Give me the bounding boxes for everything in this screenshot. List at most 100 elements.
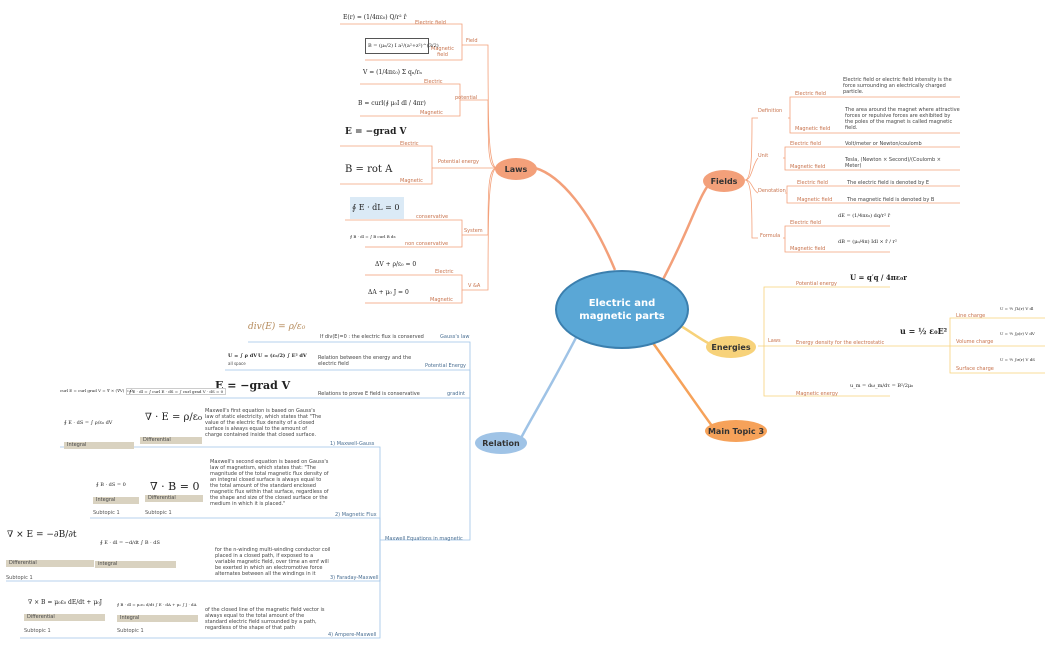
formula-electric-field: E(r) = (1/4πε₀) Q/r² r̂ bbox=[343, 14, 407, 21]
fields-unit-magnetic-label[interactable]: Magnetic field bbox=[790, 164, 826, 170]
formula-closed-loop: ∮ E · dL = 0 bbox=[350, 197, 404, 219]
topic-laws-label: Laws bbox=[504, 164, 528, 174]
relation-maxwell-gauss-label[interactable]: 1) Maxwell-Gauss bbox=[330, 441, 375, 447]
formula-mf-diff: ∇ · B = 0 bbox=[150, 480, 200, 493]
tag-mg-diff[interactable]: Differential bbox=[140, 437, 202, 444]
laws-potential-magnetic-label[interactable]: Magnetic bbox=[420, 110, 443, 116]
laws-field-label[interactable]: Field bbox=[466, 38, 478, 44]
tag-mf-diff[interactable]: Differential bbox=[145, 495, 203, 502]
formula-potential-energy: U = q′q / 4πε₀r bbox=[850, 273, 907, 282]
relation-am-subtopic-1[interactable]: Subtopic 1 bbox=[24, 628, 51, 634]
formula-e-grad-v: E = −grad V bbox=[345, 127, 407, 137]
tag-mg-integral[interactable]: Integral bbox=[64, 442, 134, 449]
relation-am-text: of the closed line of the magnetic field… bbox=[205, 607, 325, 631]
laws-pe-magnetic-label[interactable]: Magnetic bbox=[400, 178, 423, 184]
fields-den-magnetic-text: The magnetic field is denoted by B bbox=[847, 197, 935, 203]
fields-unit-label[interactable]: Unit bbox=[758, 153, 769, 159]
laws-potential-label[interactable]: potential bbox=[455, 95, 478, 101]
fields-unit-magnetic-text: Tesla, (Newton × Second)/(Coulomb × Mete… bbox=[845, 157, 941, 169]
energies-magnetic-energy-label[interactable]: Magnetic energy bbox=[796, 391, 838, 397]
formula-fa-integral: ∮ E · dl = −d/dt ∫ B · dS bbox=[100, 540, 160, 546]
fields-definition-label[interactable]: Definition bbox=[758, 108, 783, 114]
fields-denotation-label[interactable]: Denotation bbox=[758, 188, 786, 194]
fields-formula-magnetic-label[interactable]: Magnetic field bbox=[790, 246, 826, 252]
energies-line-charge-label[interactable]: Line charge bbox=[956, 313, 986, 319]
relation-magnetic-flux-label[interactable]: 2) Magnetic Flux bbox=[335, 512, 377, 518]
topic-main-3[interactable]: Main Topic 3 bbox=[705, 420, 767, 442]
central-topic[interactable]: Electric and magnetic parts bbox=[555, 270, 689, 349]
relation-maxwell-equations-label[interactable]: Maxwell Equations in magnetic bbox=[385, 536, 463, 542]
tag-mf-integral[interactable]: Integral bbox=[93, 497, 139, 504]
relation-gradint-label[interactable]: gradint bbox=[447, 391, 465, 397]
relation-mf-subtopic-1[interactable]: Subtopic 1 bbox=[93, 510, 120, 516]
fields-def-electric-label[interactable]: Electric field bbox=[795, 91, 826, 97]
formula-potential-b: B = curl(∮ μ₀I dl / 4πr) bbox=[358, 100, 426, 107]
relation-all-space-label: all space bbox=[228, 361, 246, 366]
relation-fa-text: for the n-winding multi-winding conducto… bbox=[215, 547, 331, 577]
relation-ampere-label[interactable]: 4) Ampere-Maxwell bbox=[328, 632, 377, 638]
topic-energies[interactable]: Energies bbox=[706, 336, 756, 358]
fields-unit-electric-label[interactable]: Electric field bbox=[790, 141, 821, 147]
laws-magnetic-field-label[interactable]: Magnetic field bbox=[431, 46, 454, 58]
relation-potential-energy-label[interactable]: Potential Energy bbox=[425, 363, 466, 369]
formula-mf-integral: ∮ B · dS = 0 bbox=[96, 482, 126, 488]
topic-fields[interactable]: Fields bbox=[703, 170, 745, 192]
fields-formula-electric-label[interactable]: Electric field bbox=[790, 220, 821, 226]
topic-main-3-label: Main Topic 3 bbox=[707, 426, 765, 436]
energies-volume-charge-label[interactable]: Volume charge bbox=[956, 339, 994, 345]
formula-energy-density: u = ½ ε₀E² bbox=[900, 326, 948, 336]
tag-fa-integral[interactable]: integral bbox=[95, 561, 176, 568]
relation-am-subtopic-2[interactable]: Subtopic 1 bbox=[117, 628, 144, 634]
topic-relation-label: Relation bbox=[482, 438, 520, 448]
formula-magnetic-energy: u_m = dω_m/dτ = B²/2μ₀ bbox=[850, 383, 914, 389]
laws-conservative-label[interactable]: conservative bbox=[416, 214, 449, 220]
relation-faraday-label[interactable]: 3) Faraday-Maxwell bbox=[330, 575, 379, 581]
formula-db: dB = (μ₀/4π) Idl × r̂ / r² bbox=[838, 239, 897, 245]
relation-pe-text: Relation between the energy and the elec… bbox=[318, 355, 412, 367]
formula-laplace-v: ΔV + ρ/ε₀ = 0 bbox=[375, 261, 417, 268]
formula-div-e: div(E) = ρ/ε₀ bbox=[248, 322, 306, 332]
topic-relation[interactable]: Relation bbox=[475, 432, 527, 454]
energies-density-label[interactable]: Energy density for the electrostatic bbox=[796, 340, 885, 346]
energies-laws-label[interactable]: Laws bbox=[768, 338, 781, 344]
laws-vsa-label[interactable]: V &A bbox=[468, 283, 481, 289]
energies-potential-energy-label[interactable]: Potential energy bbox=[796, 281, 837, 287]
fields-den-magnetic-label[interactable]: Magnetic field bbox=[797, 197, 833, 203]
relation-fa-subtopic-1[interactable]: Subtopic 1 bbox=[6, 575, 33, 581]
fields-unit-electric-text: Volt/meter or Newton/coulomb bbox=[845, 141, 922, 147]
formula-surface-charge: U = ½ ∫σ(r) V dS bbox=[1000, 357, 1035, 362]
topic-laws[interactable]: Laws bbox=[495, 158, 537, 180]
tag-am-diff[interactable]: Differential bbox=[24, 614, 105, 621]
laws-system-label[interactable]: System bbox=[464, 228, 483, 234]
tag-am-integral[interactable]: Integral bbox=[117, 615, 198, 622]
fields-den-electric-label[interactable]: Electric field bbox=[797, 180, 828, 186]
formula-magnetic-field: B = (μ₀/2) I a²/(a²+z²)^(3/2) bbox=[365, 38, 439, 54]
laws-pe-electric-label[interactable]: Electric bbox=[400, 141, 419, 147]
formula-volume-charge: U = ½ ∫ρ(r) V dV bbox=[1000, 331, 1035, 336]
formula-line-charge: U = ½ ∫λ(r) V dl bbox=[1000, 306, 1034, 311]
laws-potential-energy-label[interactable]: Potential energy bbox=[438, 159, 479, 165]
formula-pe-2: U = (ε₀/2) ∫ E² dV bbox=[258, 353, 307, 359]
laws-electric-field-label[interactable]: Electric field bbox=[415, 20, 446, 26]
fields-formula-label[interactable]: Formula bbox=[760, 233, 781, 239]
formula-fa-diff: ∇ × E = −∂B/∂t bbox=[7, 530, 77, 540]
tag-fa-diff[interactable]: Differential bbox=[6, 560, 94, 567]
fields-def-magnetic-label[interactable]: Magnetic field bbox=[795, 126, 831, 132]
energies-surface-charge-label[interactable]: Surface charge bbox=[956, 366, 994, 372]
fields-den-electric-text: The electric field is denoted by E bbox=[847, 180, 930, 186]
laws-vsa-electric-label[interactable]: Electric bbox=[435, 269, 454, 275]
relation-mf-subtopic-2[interactable]: Subtopic 1 bbox=[145, 510, 172, 516]
relation-grad-text: Relations to prove E field is conservati… bbox=[318, 391, 420, 397]
relation-gauss-law-label[interactable]: Gauss's law bbox=[440, 334, 470, 340]
formula-mg-integral: ∮ E · dS = ∫ ρ/ε₀ dV bbox=[64, 420, 113, 426]
formula-mg-diff: ∇ · E = ρ/ε₀ bbox=[145, 412, 202, 423]
formula-laplace-a: ΔA + μ₀ J = 0 bbox=[368, 289, 409, 296]
laws-vsa-magnetic-label[interactable]: Magnetic bbox=[430, 297, 453, 303]
formula-curl-closed: ∮ E · dl = ∫ curl E · dS = ∫ curl grad V… bbox=[126, 388, 227, 395]
fields-def-magnetic-text: The area around the magnet where attract… bbox=[845, 107, 960, 131]
laws-potential-electric-label[interactable]: Electric bbox=[424, 79, 443, 85]
laws-non-conservative-label[interactable]: non conservative bbox=[405, 241, 449, 247]
relation-mf-text: Maxwell's second equation is based on Ga… bbox=[210, 459, 329, 507]
central-topic-line1: Electric and bbox=[588, 297, 656, 309]
